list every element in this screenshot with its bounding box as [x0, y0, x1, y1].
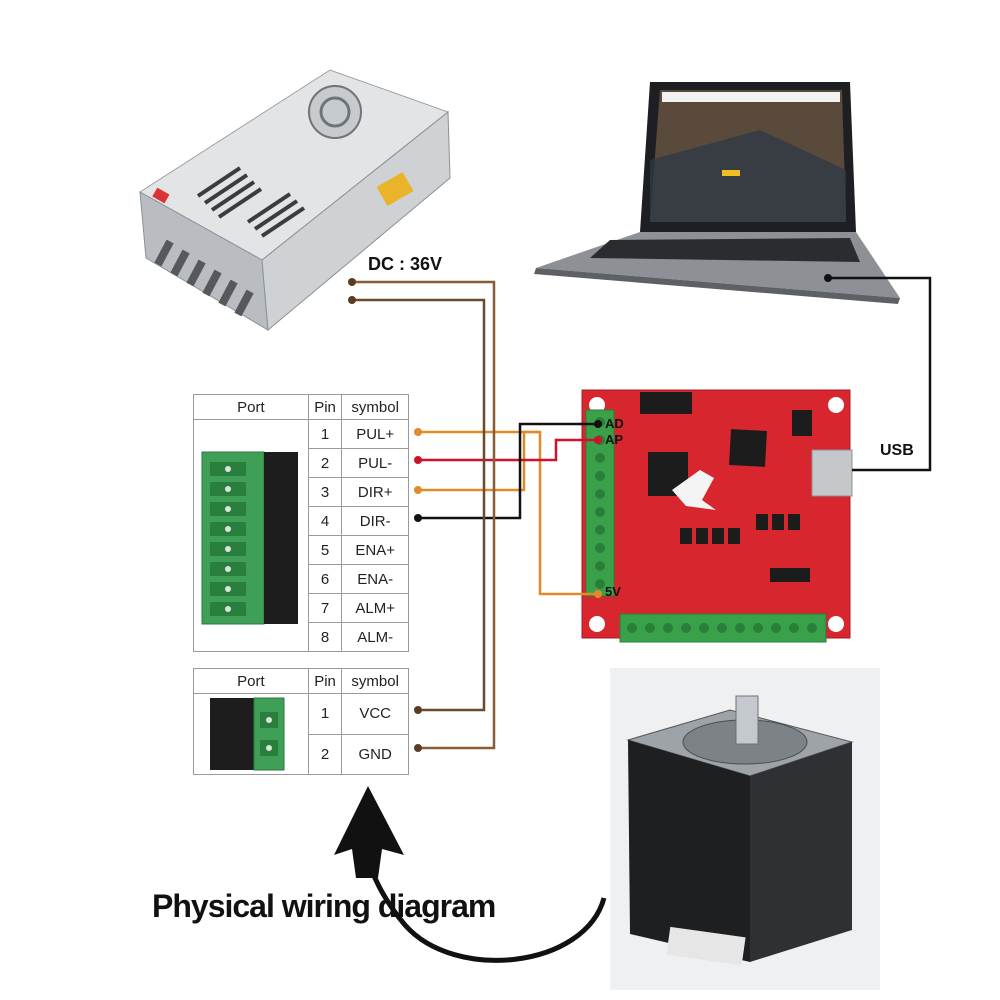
pin-number: 2: [307, 733, 343, 775]
table-row: 2 PUL-: [194, 448, 409, 478]
wire-pul-minus: [418, 438, 598, 462]
pin-symbol: ENA-: [341, 564, 409, 594]
pin-symbol: ENA+: [341, 535, 409, 565]
table-row: 5 ENA+: [194, 535, 409, 565]
pin-number: 3: [307, 477, 343, 507]
pin-number: 4: [307, 506, 343, 536]
pin-symbol: ALM-: [341, 622, 409, 652]
laptop: [534, 82, 900, 304]
pin-number: 6: [307, 564, 343, 594]
pointer-arrow: [334, 786, 607, 963]
col-header-symbol: symbol: [341, 394, 409, 420]
signal-connector-image: [193, 419, 309, 652]
col-header-pin: Pin: [307, 668, 343, 694]
stepper-motor: [610, 668, 880, 990]
terminal-ad-label: AD: [605, 416, 624, 431]
col-header-port: Port: [193, 668, 309, 694]
pin-symbol: PUL-: [341, 448, 409, 478]
power-pin-table: Port Pin symbol 1 VCC 2 GND: [193, 668, 409, 775]
wire-endpoints: [348, 274, 832, 752]
pin-symbol: DIR+: [341, 477, 409, 507]
table-row: 7 ALM+: [194, 593, 409, 623]
pin-symbol: PUL+: [341, 419, 409, 449]
table-row: 3 DIR+: [194, 477, 409, 507]
wire-dir-minus: [418, 422, 598, 520]
usb-label: USB: [880, 442, 914, 459]
wire-vcc: [352, 298, 486, 712]
signal-pin-table: Port Pin symbol 1 PUL+: [193, 394, 409, 652]
pin-number: 7: [307, 593, 343, 623]
col-header-symbol: symbol: [341, 668, 409, 694]
table-row: 1 PUL+: [193, 419, 409, 652]
wire-pul-plus: [418, 430, 598, 596]
table-row: 8 ALM-: [194, 622, 409, 652]
pin-number: 2: [307, 448, 343, 478]
table-row: 6 ENA-: [194, 564, 409, 594]
table-row: 4 DIR-: [194, 506, 409, 536]
wires: [352, 276, 932, 750]
pin-symbol: GND: [341, 733, 409, 775]
terminal-5v-label: 5V: [605, 584, 621, 599]
terminal-ap-label: AP: [605, 432, 623, 447]
pin-number: 1: [307, 419, 343, 449]
pin-number: 8: [307, 622, 343, 652]
pin-number: 5: [307, 535, 343, 565]
wire-gnd: [352, 280, 496, 750]
table-row: 2 GND: [194, 733, 409, 775]
table-row: 1 VCC: [193, 693, 409, 775]
table-header-row: Port Pin symbol: [193, 668, 409, 694]
col-header-pin: Pin: [307, 394, 343, 420]
power-label: DC : 36V: [368, 254, 442, 274]
wire-usb: [828, 276, 932, 472]
power-supply-unit: [139, 69, 451, 331]
table-header-row: Port Pin symbol: [193, 394, 409, 420]
col-header-port: Port: [193, 394, 309, 420]
pin-symbol: DIR-: [341, 506, 409, 536]
pin-symbol: VCC: [341, 693, 409, 735]
diagram-title: Physical wiring diagram: [152, 888, 496, 924]
power-connector-image: [193, 693, 309, 775]
pin-symbol: ALM+: [341, 593, 409, 623]
pin-number: 1: [307, 693, 343, 735]
motion-control-board: [581, 389, 853, 643]
